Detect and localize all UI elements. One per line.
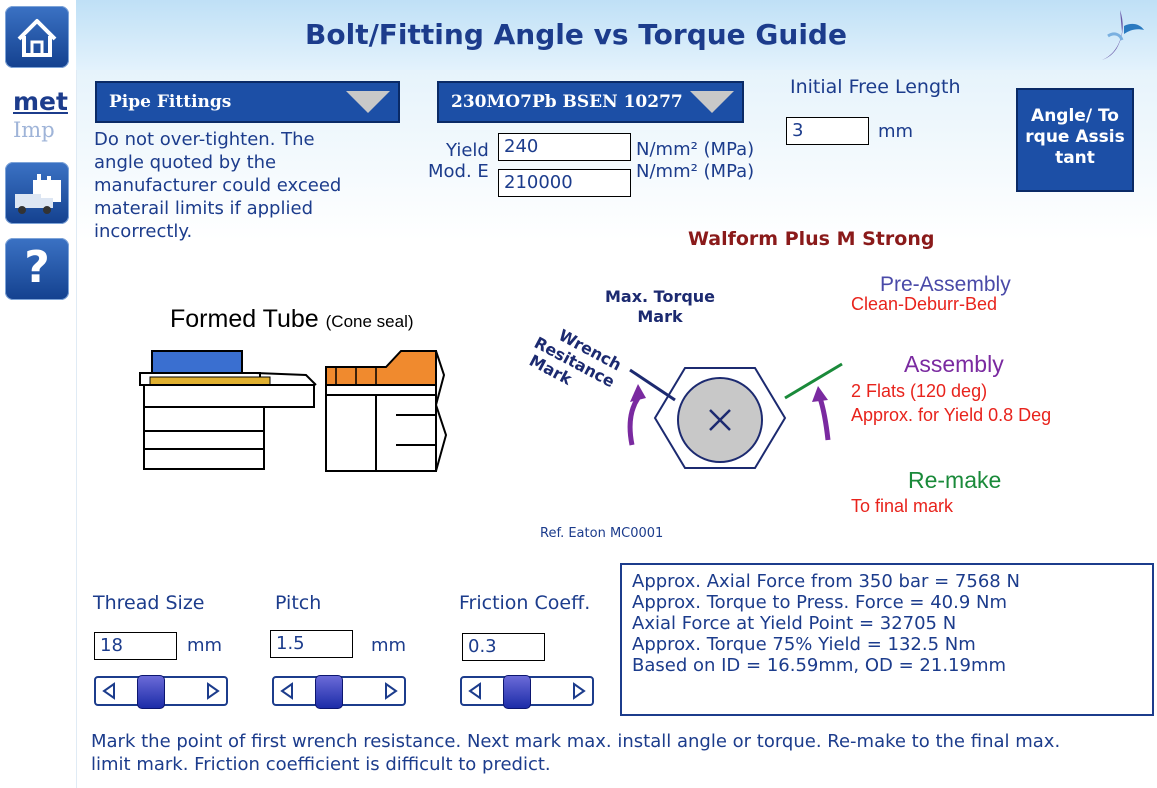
diagram-title: Formed Tube (Cone seal) bbox=[170, 305, 414, 333]
product-name: Walform Plus M Strong bbox=[688, 228, 935, 250]
assembly-detail-1: 2 Flats (120 deg) bbox=[851, 381, 988, 401]
right-arrow-icon[interactable] bbox=[562, 678, 592, 704]
assembly-title: Assembly bbox=[904, 351, 1004, 377]
result-line: Axial Force at Yield Point = 32705 N bbox=[632, 613, 957, 634]
result-line: Approx. Torque 75% Yield = 132.5 Nm bbox=[632, 634, 976, 655]
friction-slider[interactable] bbox=[460, 675, 594, 709]
yield-unit: N/mm² (MPa) bbox=[636, 139, 755, 160]
free-length-unit: mm bbox=[878, 121, 914, 142]
thread-size-slider-thumb[interactable] bbox=[137, 675, 165, 709]
factory-truck-icon bbox=[15, 174, 61, 214]
home-button[interactable] bbox=[5, 6, 69, 68]
fitting-body-drawing bbox=[325, 350, 448, 472]
unit-toggle-button[interactable]: met Imp bbox=[5, 84, 69, 146]
right-arrow-icon[interactable] bbox=[374, 678, 404, 704]
thread-size-field[interactable]: 18 bbox=[94, 632, 177, 660]
material-value: 230MO7Pb BSEN 10277 bbox=[451, 92, 683, 112]
result-line: Approx. Torque to Press. Force = 40.9 Nm bbox=[632, 592, 1008, 613]
remake-title: Re-make bbox=[908, 467, 1002, 493]
max-torque-mark-label: Max. Torque Mark bbox=[604, 287, 716, 326]
right-arrow-icon[interactable] bbox=[196, 678, 226, 704]
friction-slider-thumb[interactable] bbox=[503, 675, 531, 709]
yield-field[interactable]: 240 bbox=[498, 133, 631, 161]
reference-text: Ref. Eaton MC0001 bbox=[540, 526, 664, 541]
warning-text: Do not over-tighten. The angle quoted by… bbox=[94, 129, 342, 242]
pitch-field[interactable]: 1.5 bbox=[270, 630, 353, 658]
pre-assembly-title: Pre-Assembly bbox=[880, 273, 1011, 296]
left-arrow-icon[interactable] bbox=[462, 678, 492, 704]
results-panel: Approx. Axial Force from 350 bar = 7568 … bbox=[620, 563, 1154, 716]
logo-icon bbox=[1102, 10, 1144, 60]
formed-tube-diagram bbox=[139, 350, 448, 472]
factory-button[interactable] bbox=[5, 162, 69, 224]
material-dropdown[interactable]: 230MO7Pb BSEN 10277 bbox=[437, 81, 744, 123]
left-arrow-icon[interactable] bbox=[96, 678, 126, 704]
pitch-slider-thumb[interactable] bbox=[315, 675, 343, 709]
left-arrow-icon[interactable] bbox=[274, 678, 304, 704]
unit-imperial-label: Imp bbox=[13, 118, 55, 142]
footer-instructions: Mark the point of first wrench resistanc… bbox=[91, 731, 1061, 775]
title-bar: Bolt/Fitting Angle vs Torque Guide bbox=[76, 0, 1157, 71]
unit-metric-label: met bbox=[13, 87, 68, 116]
mod-e-unit: N/mm² (MPa) bbox=[636, 161, 755, 182]
fitting-type-dropdown[interactable]: Pipe Fittings bbox=[95, 81, 400, 123]
home-icon bbox=[17, 19, 57, 57]
result-line: Based on ID = 16.59mm, OD = 21.19mm bbox=[632, 655, 1007, 676]
pitch-unit: mm bbox=[371, 635, 407, 656]
yield-label: Yield bbox=[446, 140, 489, 161]
thread-size-slider[interactable] bbox=[94, 675, 228, 709]
free-length-field[interactable]: 3 bbox=[786, 117, 869, 145]
hex-nut-diagram bbox=[627, 362, 843, 469]
page-title: Bolt/Fitting Angle vs Torque Guide bbox=[305, 18, 847, 51]
pitch-slider[interactable] bbox=[272, 675, 406, 709]
angle-torque-assistant-button[interactable]: Angle/ To rque Assis tant bbox=[1016, 88, 1134, 192]
chevron-down-icon bbox=[690, 91, 734, 113]
help-button[interactable]: ? bbox=[5, 238, 69, 300]
remake-detail: To final mark bbox=[851, 496, 954, 516]
thread-size-label: Thread Size bbox=[93, 592, 205, 614]
pre-assembly-detail: Clean-Deburr-Bed bbox=[851, 294, 998, 314]
tube-nut-drawing bbox=[139, 350, 317, 470]
chevron-down-icon bbox=[346, 91, 390, 113]
pitch-label: Pitch bbox=[275, 592, 322, 614]
friction-field[interactable]: 0.3 bbox=[462, 633, 545, 661]
fitting-type-value: Pipe Fittings bbox=[109, 92, 232, 112]
help-icon: ? bbox=[24, 242, 50, 293]
free-length-label: Initial Free Length bbox=[790, 76, 961, 98]
friction-label: Friction Coeff. bbox=[459, 592, 591, 614]
thread-size-unit: mm bbox=[187, 635, 223, 656]
mod-e-label: Mod. E bbox=[428, 161, 489, 182]
mod-e-field[interactable]: 210000 bbox=[498, 169, 631, 197]
result-line: Approx. Axial Force from 350 bar = 7568 … bbox=[632, 571, 1020, 592]
assembly-detail-2: Approx. for Yield 0.8 Deg bbox=[851, 405, 1052, 425]
